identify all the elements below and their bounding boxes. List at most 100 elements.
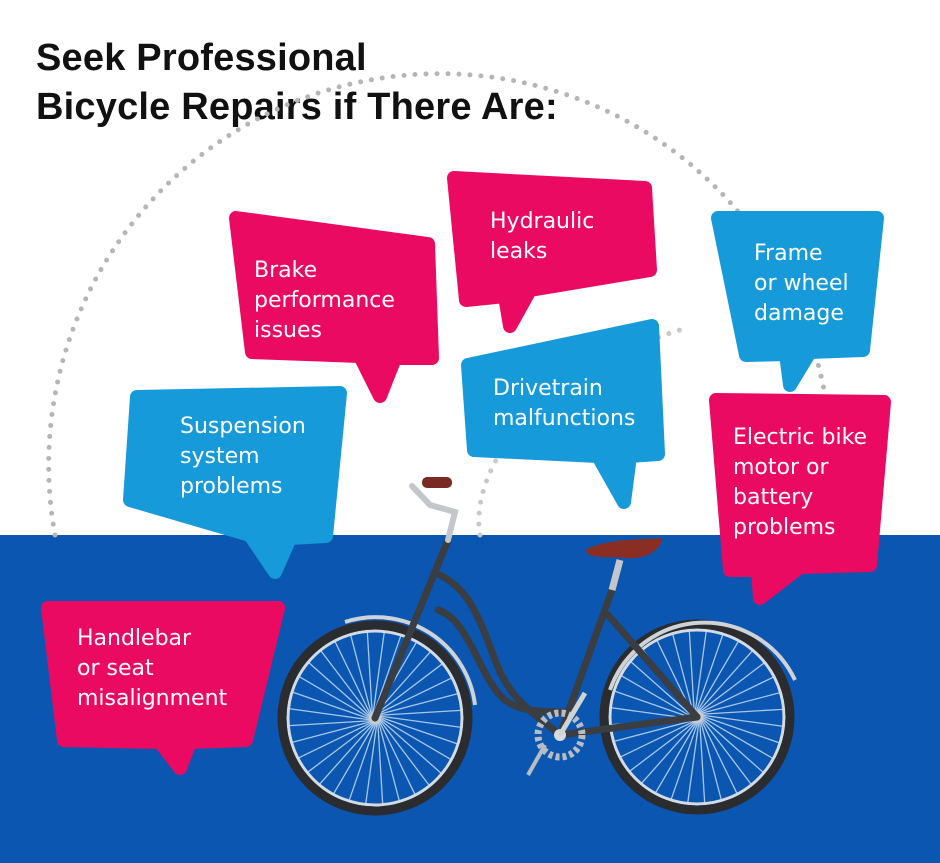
bubble-line: performance xyxy=(254,288,395,313)
bubble-line: Frame xyxy=(754,241,823,266)
handlebar-grip xyxy=(422,477,452,488)
bubble-frame xyxy=(711,211,884,392)
spoke xyxy=(379,709,461,716)
page-title: Seek Professional Bicycle Repairs if The… xyxy=(36,34,558,132)
seat-tube xyxy=(556,586,616,739)
spoke xyxy=(698,662,765,713)
spoke xyxy=(377,677,452,715)
spoke xyxy=(700,692,780,715)
front-wheel xyxy=(277,620,473,816)
spoke xyxy=(350,635,373,715)
bubble-brake xyxy=(229,211,439,403)
bubble-line: Electric bike xyxy=(733,425,868,450)
dotted-arc-inner xyxy=(476,327,683,538)
bubble-line: Suspension xyxy=(180,414,306,439)
spoke xyxy=(289,720,371,727)
spoke xyxy=(670,721,699,800)
rear-fender xyxy=(608,620,797,691)
spoke xyxy=(375,651,431,714)
spoke xyxy=(655,721,698,793)
stem xyxy=(409,483,459,543)
bubble-line: Drivetrain xyxy=(493,376,603,401)
spoke xyxy=(699,676,774,714)
spoke xyxy=(696,641,739,713)
bubble-line: battery xyxy=(733,485,814,510)
bubble-suspension xyxy=(123,386,347,579)
spoke xyxy=(379,718,442,774)
spoke xyxy=(299,676,371,719)
spoke xyxy=(292,720,372,743)
tire xyxy=(277,620,473,816)
spoke xyxy=(620,720,695,758)
spoke xyxy=(701,716,773,759)
bubble-line: damage xyxy=(754,301,844,326)
spoke xyxy=(376,663,443,714)
bubble-line: malfunctions xyxy=(493,406,636,431)
bicycle-icon xyxy=(277,477,797,816)
bubble-line: problems xyxy=(180,474,283,499)
spoke xyxy=(672,634,695,714)
bubble-text-brake: Brake performance issues xyxy=(254,256,395,346)
bubble-handlebar xyxy=(41,601,285,775)
down-tube xyxy=(436,571,564,739)
spoke xyxy=(614,690,693,719)
spoke xyxy=(700,719,738,794)
spoke xyxy=(699,721,706,803)
bubble-line: misalignment xyxy=(77,686,228,711)
bubble-line: motor or xyxy=(733,455,829,480)
spoke xyxy=(379,717,451,760)
spoke xyxy=(379,719,430,786)
spoke xyxy=(687,721,700,803)
bubble-line: or seat xyxy=(77,656,154,681)
spoke xyxy=(379,715,461,728)
seat-stay xyxy=(604,611,701,721)
top-tube xyxy=(434,606,569,716)
spoke xyxy=(701,718,752,785)
bubble-text-frame: Frame or wheel damage xyxy=(754,239,849,329)
spoke xyxy=(701,715,780,744)
spoke xyxy=(298,721,373,759)
bubble-line: Hydraulic xyxy=(490,209,595,234)
spoke xyxy=(292,691,371,720)
spoke xyxy=(697,650,753,713)
bubble-text-drivetrain: Drivetrain malfunctions xyxy=(493,374,635,434)
spoke xyxy=(695,634,724,713)
bubble-line: Brake xyxy=(254,258,318,283)
bubble-hydraulic xyxy=(447,171,657,333)
title-line-1: Seek Professional xyxy=(36,37,367,79)
bubble-line: or wheel xyxy=(754,271,849,296)
bubble-line: system xyxy=(180,444,260,469)
spoke xyxy=(378,693,458,716)
spoke xyxy=(701,708,783,715)
fork xyxy=(371,536,452,722)
spoke xyxy=(365,722,378,804)
spoke xyxy=(688,631,695,713)
bubble-text-hydraulic: Hydraulic leaks xyxy=(490,207,594,267)
spoke xyxy=(319,722,375,785)
spoke xyxy=(379,716,458,745)
spoke xyxy=(701,717,764,773)
bubble-text-handlebar: Handlebar or seat misalignment xyxy=(77,624,227,714)
front-fender xyxy=(344,615,477,706)
spoke xyxy=(348,722,377,801)
rim xyxy=(608,628,786,806)
bubble-line: Handlebar xyxy=(77,626,192,651)
title-line-2: Bicycle Repairs if There Are: xyxy=(36,86,558,128)
spoke xyxy=(307,722,374,773)
kickstand xyxy=(526,744,547,776)
saddle xyxy=(585,538,662,559)
pedal-arm xyxy=(557,691,588,737)
bubble-line: issues xyxy=(254,318,322,343)
bubble-drivetrain xyxy=(461,319,665,509)
spoke xyxy=(308,662,371,718)
spoke xyxy=(699,720,722,800)
spoke xyxy=(641,721,697,784)
bubble-line: leaks xyxy=(490,239,548,264)
seat-post xyxy=(608,559,624,591)
spoke xyxy=(289,708,371,721)
spoke xyxy=(377,721,400,801)
spoke xyxy=(372,632,385,714)
chainring xyxy=(534,709,586,761)
